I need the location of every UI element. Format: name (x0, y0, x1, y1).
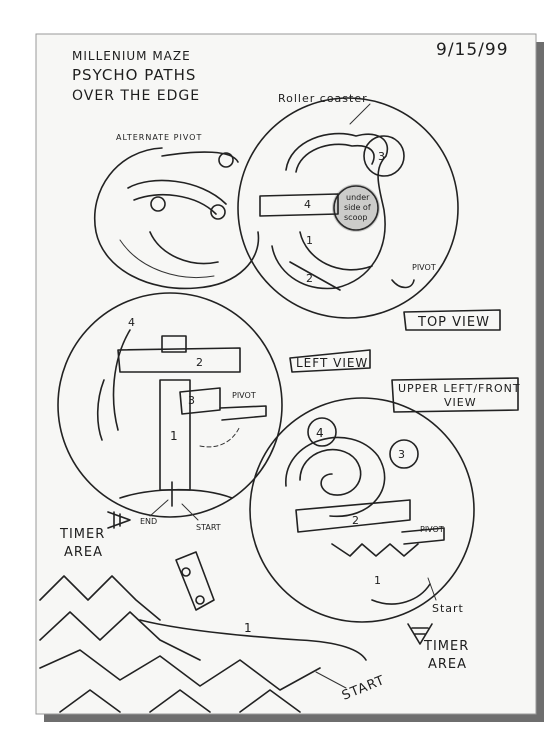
left-side-track (96, 379, 105, 441)
timer-area-right: TIMER AREA (407, 623, 469, 672)
left-base-arc (119, 488, 233, 499)
front-view-diagram: UPPER LEFT/FRONT VIEW 4 3 2 PIVOT 1 Star… (249, 377, 521, 623)
date-label: 9/15/99 (436, 40, 509, 60)
rollercoaster-track-inner (295, 143, 375, 173)
timer-area-right-arrow (407, 623, 433, 645)
alternate-pivot-label: ALTERNATE PIVOT (116, 133, 202, 142)
front-zigzag-track (331, 543, 419, 557)
top-pivot-label: PIVOT (412, 263, 436, 272)
timer-area-left-arrow (107, 511, 131, 529)
alternate-pivot-hub-left (150, 196, 166, 212)
front-view-label-1: UPPER LEFT/FRONT (398, 382, 521, 395)
top-part-4-bar (259, 193, 339, 217)
left-part-3-block (179, 387, 221, 415)
timer-area-left-label-2: AREA (64, 545, 103, 560)
rollercoaster-arrow (349, 103, 371, 125)
bottom-zigzag-base (39, 649, 321, 691)
left-part-2: 2 (196, 356, 204, 369)
left-top-hub (161, 335, 187, 353)
left-part-2-ring (117, 347, 241, 373)
left-start-label: START (196, 523, 221, 532)
left-view-label-box (289, 349, 371, 373)
bottom-zigzag-upper (39, 575, 161, 621)
bottom-start-arrow (315, 671, 347, 689)
front-view-label-box (391, 377, 519, 413)
front-part-3-ball (389, 439, 419, 469)
alternate-pivot-hatch (119, 239, 215, 278)
scoop-shadow (332, 184, 380, 232)
top-view-sphere (237, 97, 459, 319)
timer-area-right-label-2: AREA (428, 657, 467, 672)
left-pivot-label: PIVOT (232, 391, 256, 400)
top-pivot-handle (391, 279, 415, 289)
alternate-pivot-knob-top (218, 152, 234, 168)
front-part-2-ramp (295, 499, 411, 533)
front-start-arrow (427, 577, 437, 601)
left-part-3: 3 (188, 394, 196, 407)
front-part-2: 2 (352, 514, 360, 527)
front-part-3: 3 (398, 448, 406, 461)
scoop-center (333, 185, 379, 231)
bottom-part-1: 1 (244, 621, 253, 635)
top-part-2-ramp (289, 261, 341, 291)
alternate-pivot-hub-right (210, 204, 226, 220)
front-base-arc (371, 583, 431, 605)
front-part-4: 4 (316, 426, 325, 440)
top-part-4: 4 (304, 198, 312, 211)
alternate-pivot-sketch: ALTERNATE PIVOT (93, 133, 260, 290)
bottom-zigzag-lower (39, 611, 201, 661)
top-part-3-ball (363, 135, 405, 177)
alternate-pivot-inner-arc (149, 231, 219, 265)
front-spiral-1 (299, 448, 362, 496)
underside-label-1: under (346, 193, 370, 202)
title-line-3: OVER THE EDGE (72, 88, 200, 104)
underside-label-3: scoop (344, 213, 367, 222)
rollercoaster-label: Roller coaster (278, 92, 368, 105)
front-start-label: Start (432, 602, 464, 615)
left-view-label: LEFT VIEW (296, 356, 368, 370)
top-view-diagram: Roller coaster 3 under side of scoop 4 1… (237, 92, 501, 331)
left-end-label: END (140, 517, 157, 526)
top-part-1: 1 (306, 234, 314, 247)
bottom-pivot-bolt-2 (195, 595, 205, 605)
bottom-rail (139, 619, 367, 661)
alternate-pivot-top-arc (161, 151, 239, 163)
left-end-arrow (149, 499, 169, 517)
alternate-pivot-outer-ring (93, 147, 260, 290)
top-part-2: 2 (306, 272, 314, 285)
bottom-zigzag-floor (59, 689, 301, 713)
front-view-sphere (249, 397, 475, 623)
front-part-4-ball (307, 417, 337, 447)
rollercoaster-track-outer (271, 132, 389, 290)
front-pivot-arm (401, 527, 445, 545)
title-line-2: PSYCHO PATHS (72, 66, 196, 84)
alternate-pivot-track-1 (127, 179, 227, 205)
left-part-4: 4 (128, 316, 136, 329)
left-start-arrow (181, 503, 199, 521)
left-part-4-arc (112, 329, 131, 431)
top-view-label-box (403, 309, 501, 331)
top-view-label: TOP VIEW (417, 315, 490, 330)
top-part-3: 3 (378, 150, 386, 163)
timer-area-left: TIMER AREA (59, 511, 131, 560)
front-spiral-2 (285, 436, 386, 518)
left-pivot-rotation-arrow (199, 425, 241, 448)
front-part-1: 1 (374, 574, 382, 587)
timer-area-right-label: TIMER (423, 639, 469, 654)
bottom-pivot-arm (175, 551, 215, 611)
alternate-pivot-track-2 (133, 194, 217, 215)
front-view-label-2: VIEW (444, 396, 477, 409)
paper-sheet (35, 33, 537, 715)
left-part-1: 1 (170, 429, 179, 443)
top-track-lower (299, 231, 373, 271)
left-view-sphere (57, 292, 283, 518)
underside-label-2: side of (344, 203, 371, 212)
bottom-pivot-bolt-1 (181, 567, 191, 577)
timer-area-left-label: TIMER (59, 527, 105, 542)
left-view-diagram: LEFT VIEW 4 2 1 3 PIVOT END START (57, 292, 371, 532)
left-pivot-arm (219, 405, 267, 421)
title-line-1: MILLENIUM MAZE (72, 49, 191, 63)
